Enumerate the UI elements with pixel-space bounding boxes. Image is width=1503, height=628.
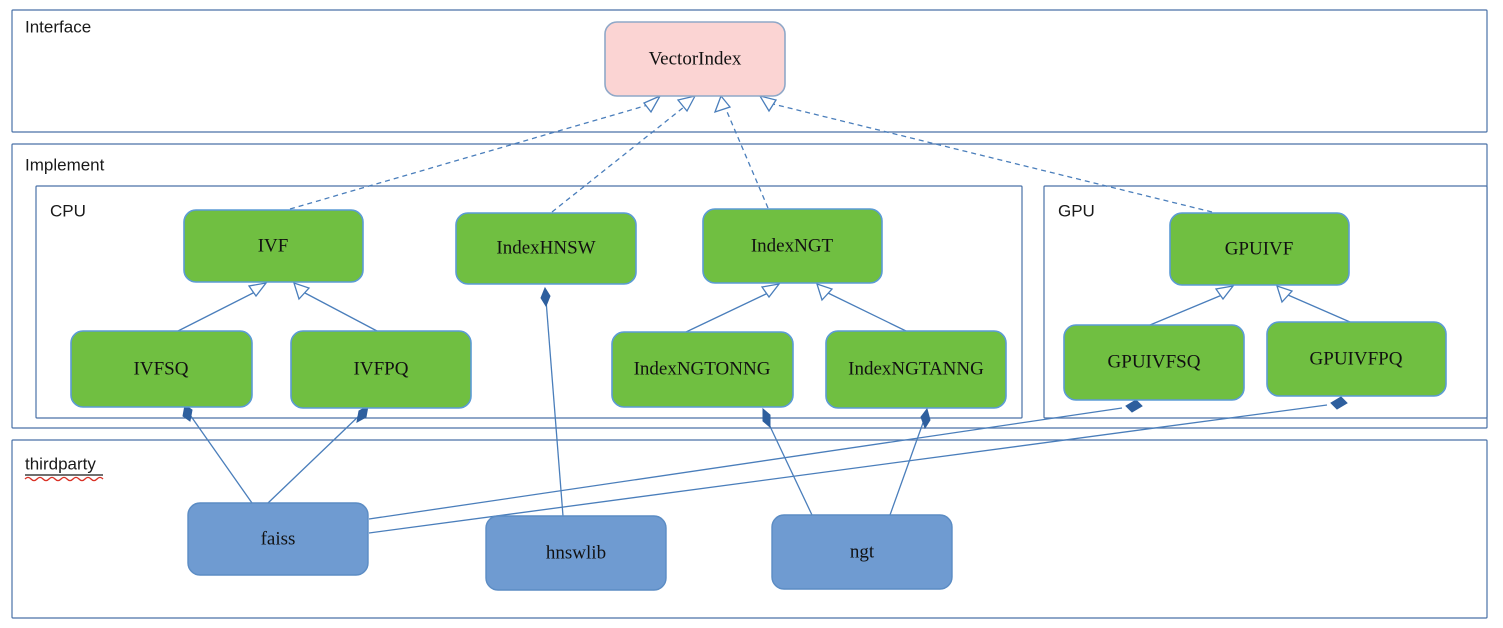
node-ivfsq[interactable]: IVFSQ (70, 330, 253, 408)
edge-ivfsq-to-ivf (177, 291, 256, 332)
arrowhead-indexngtanng-to-indexngt (816, 282, 834, 302)
node-indexngtanng-rect[interactable] (825, 330, 1007, 409)
node-faiss[interactable]: faiss (187, 502, 369, 576)
node-vectorindex-label: VectorIndex (649, 48, 742, 69)
edge-group-compositions (182, 286, 1348, 534)
arrowhead-indexngt-to-vectorindex (713, 94, 732, 114)
diamond-faiss-to-gpuivfsq (1125, 399, 1143, 413)
node-indexngtonng-rect[interactable] (611, 331, 794, 408)
thirdparty-spellcheck-underline (24, 476, 104, 482)
diamond-ngt-to-indexngtonng (762, 407, 771, 429)
node-ngt-rect[interactable] (771, 514, 953, 590)
node-gpuivfsq-label: GPUIVFSQ (1108, 351, 1201, 372)
edge-faiss-to-ivfpq (267, 412, 363, 504)
container-gpu-label: GPU (1058, 201, 1095, 220)
node-ivf-rect[interactable] (183, 209, 364, 283)
node-gpuivf-rect[interactable] (1169, 212, 1350, 286)
node-ivfsq-rect[interactable] (70, 330, 253, 408)
node-gpuivfpq[interactable]: GPUIVFPQ (1266, 321, 1447, 397)
arrowhead-gpuivfpq-to-gpuivf (1276, 284, 1294, 304)
node-ivfsq-label: IVFSQ (134, 358, 189, 379)
node-indexngtonng[interactable]: IndexNGTONNG (611, 331, 794, 408)
container-interface-label: Interface (25, 17, 91, 36)
node-indexngt-rect[interactable] (702, 208, 883, 284)
arrowhead-gpuivf-to-vectorindex (758, 94, 778, 113)
node-ivfpq-rect[interactable] (290, 330, 472, 409)
edge-indexngtanng-to-indexngt (827, 292, 907, 332)
node-indexngt-label: IndexNGT (751, 235, 834, 256)
node-gpuivf[interactable]: GPUIVF (1169, 212, 1350, 286)
diamond-faiss-to-ivfpq (356, 405, 369, 423)
arrowhead-ivfsq-to-ivf (247, 282, 268, 298)
edge-group-realizations (289, 94, 1213, 213)
node-ivf-label: IVF (258, 235, 289, 256)
edge-faiss-to-ivfsq (187, 411, 253, 504)
node-indexhnsw-rect[interactable] (455, 212, 637, 285)
edge-indexhnsw-to-vectorindex (551, 106, 685, 213)
node-indexhnsw[interactable]: IndexHNSW (455, 212, 637, 285)
node-indexngtanng-label: IndexNGTANNG (848, 358, 984, 379)
node-hnswlib[interactable]: hnswlib (485, 515, 667, 591)
node-indexngtanng[interactable]: IndexNGTANNG (825, 330, 1007, 409)
node-ivf[interactable]: IVF (183, 209, 364, 283)
edge-ivf-to-vectorindex (289, 104, 649, 210)
node-faiss-rect[interactable] (187, 502, 369, 576)
container-implement-label: Implement (25, 155, 105, 174)
edge-gpuivf-to-vectorindex (772, 103, 1213, 213)
diamond-faiss-to-gpuivfpq (1330, 396, 1348, 410)
container-thirdparty-rect (11, 439, 1488, 619)
node-vectorindex-rect[interactable] (604, 21, 786, 97)
node-gpuivfsq[interactable]: GPUIVFSQ (1063, 324, 1245, 401)
edge-ivfpq-to-ivf (304, 292, 378, 332)
diamond-hnswlib-to-indexhnsw (540, 286, 551, 308)
edge-indexngt-to-vectorindex (724, 106, 769, 209)
node-hnswlib-rect[interactable] (485, 515, 667, 591)
node-gpuivfpq-label: GPUIVFPQ (1310, 348, 1403, 369)
node-gpuivfpq-rect[interactable] (1266, 321, 1447, 397)
edge-gpuivfpq-to-gpuivf (1287, 294, 1351, 323)
container-thirdparty-label: thirdparty (25, 454, 96, 473)
node-gpuivfsq-rect[interactable] (1063, 324, 1245, 401)
node-vectorindex[interactable]: VectorIndex (604, 21, 786, 97)
arrowhead-indexngtonng-to-indexngt (760, 283, 781, 299)
edge-group-inheritance (177, 281, 1351, 333)
arrowhead-indexhnsw-to-vectorindex (676, 95, 697, 113)
arrowhead-ivf-to-vectorindex (642, 94, 662, 114)
node-ngt[interactable]: ngt (771, 514, 953, 590)
edge-indexngtonng-to-indexngt (685, 292, 769, 333)
diamond-faiss-to-ivfsq (182, 404, 193, 422)
node-faiss-label: faiss (261, 528, 296, 549)
arrowhead-gpuivfsq-to-gpuivf (1214, 285, 1235, 301)
edge-faiss-to-gpuivfsq (368, 407, 1123, 520)
edge-ngt-to-indexngtonng (766, 419, 813, 516)
arrowhead-ivfpq-to-ivf (293, 281, 311, 301)
container-cpu-label: CPU (50, 201, 86, 220)
edge-hnswlib-to-indexhnsw (545, 299, 564, 517)
container-thirdparty: thirdparty (11, 439, 1488, 619)
node-gpuivf-label: GPUIVF (1225, 238, 1294, 259)
node-hnswlib-label: hnswlib (546, 542, 606, 563)
edge-ngt-to-indexngtanng (889, 419, 925, 516)
node-ngt-label: ngt (850, 541, 875, 562)
node-indexngtonng-label: IndexNGTONNG (634, 358, 771, 379)
node-ivfpq[interactable]: IVFPQ (290, 330, 472, 409)
edge-gpuivfsq-to-gpuivf (1149, 294, 1223, 326)
node-ivfpq-label: IVFPQ (354, 358, 409, 379)
node-indexngt[interactable]: IndexNGT (702, 208, 883, 284)
node-indexhnsw-label: IndexHNSW (496, 237, 595, 258)
edge-faiss-to-gpuivfpq (368, 404, 1328, 534)
diamond-ngt-to-indexngtanng (920, 407, 931, 430)
